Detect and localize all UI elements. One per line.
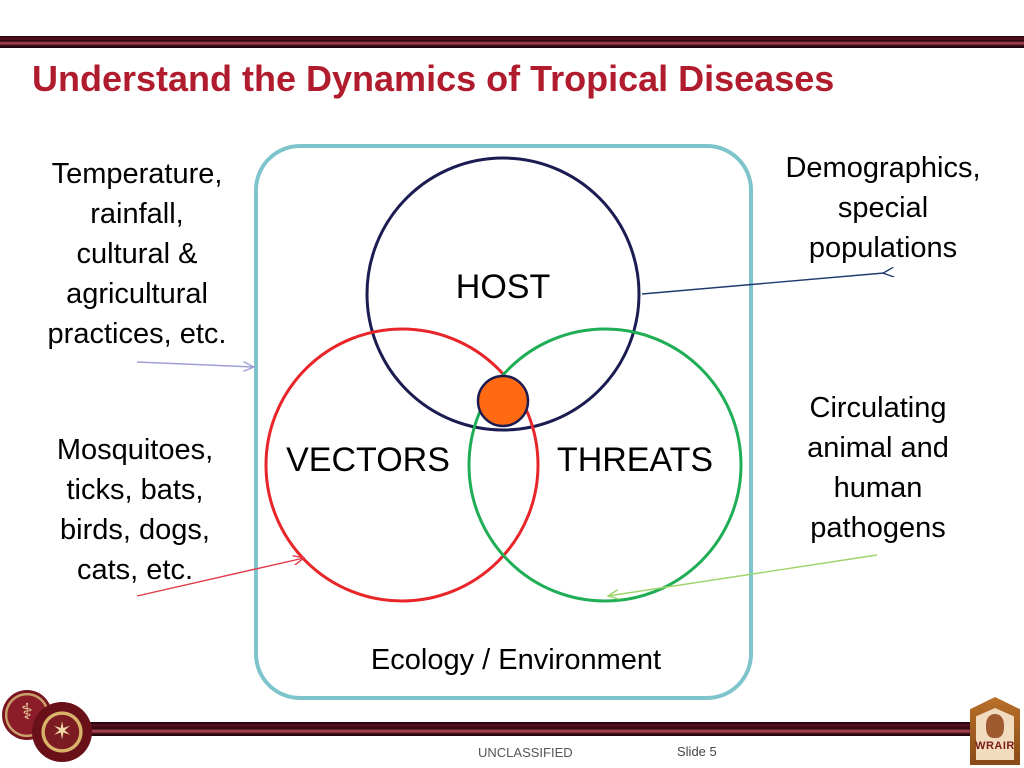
host-examples-line: special <box>837 192 929 224</box>
vectors-examples-line: Mosquitoes, <box>56 434 214 466</box>
slide-title: Understand the Dynamics of Tropical Dise… <box>32 58 835 99</box>
footer-rule <box>80 722 1020 736</box>
threats-examples-line: pathogens <box>810 512 946 544</box>
slide-number: Slide 5 <box>677 744 717 759</box>
environment-label: Ecology / Environment <box>371 644 661 676</box>
factors-note: Temperature, rainfall, cultural & agricu… <box>22 154 252 354</box>
vectors-arrow <box>136 558 304 597</box>
factors-arrow <box>136 361 254 367</box>
factors-line: practices, etc. <box>47 318 227 350</box>
factors-line: cultural & <box>76 238 198 270</box>
classification-label: UNCLASSIFIED <box>478 745 573 760</box>
vectors-label: VECTORS <box>286 441 450 479</box>
header-rule <box>0 36 1024 48</box>
army-seal-icon <box>32 702 92 762</box>
threats-label: THREATS <box>557 441 713 479</box>
host-label: HOST <box>456 268 550 306</box>
vectors-examples-line: ticks, bats, <box>66 474 204 506</box>
threats-arrow <box>608 554 878 596</box>
vectors-examples-line: birds, dogs, <box>60 514 210 546</box>
environment-boundary <box>254 144 753 700</box>
threats-examples-line: animal and <box>807 432 949 464</box>
portrait-icon <box>986 714 1004 738</box>
host-examples-line: populations <box>808 232 958 264</box>
star-icon: ✶ <box>51 717 73 745</box>
factors-line: agricultural <box>66 278 208 310</box>
threats-examples-line: human <box>833 472 923 504</box>
wrair-badge-label: WRAIR <box>975 740 1015 752</box>
host-circle <box>365 156 641 432</box>
threats-examples-line: Circulating <box>809 392 947 424</box>
threats-examples-note: Circulating animal and human pathogens <box>778 388 978 548</box>
threats-circle <box>467 327 743 603</box>
vectors-examples-line: cats, etc. <box>76 554 194 586</box>
factors-line: Temperature, <box>51 158 223 190</box>
caduceus-icon: ⚕ <box>21 700 33 725</box>
host-examples-line: Demographics, <box>785 152 981 184</box>
intersection-dot <box>476 374 530 428</box>
host-examples-note: Demographics, special populations <box>760 148 1006 268</box>
vectors-examples-note: Mosquitoes, ticks, bats, birds, dogs, ca… <box>30 430 240 590</box>
factors-line: rainfall, <box>90 198 184 230</box>
vectors-circle <box>264 327 540 603</box>
host-arrow <box>641 273 884 295</box>
